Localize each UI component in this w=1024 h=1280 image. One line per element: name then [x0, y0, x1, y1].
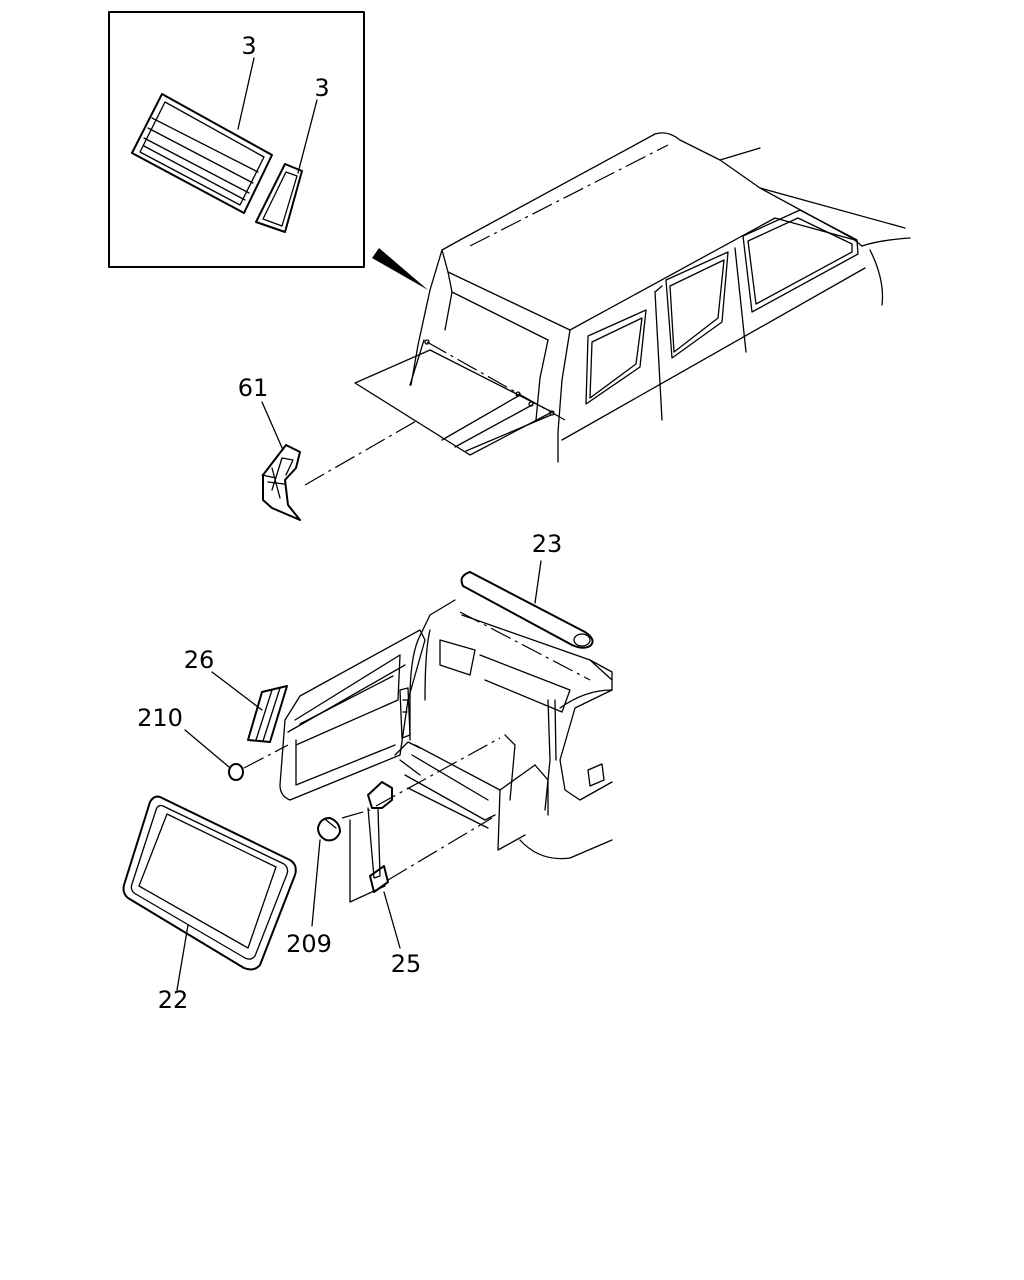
- vehicle-lower: 23: [279, 530, 613, 860]
- part-26-trim: 26: [184, 646, 288, 743]
- callout-3b: 3: [314, 74, 329, 102]
- callout-26: 26: [184, 646, 215, 674]
- part-61-clip: 61: [238, 374, 419, 521]
- callout-22: 22: [158, 986, 189, 1014]
- pointer-arrow: [372, 248, 428, 290]
- callout-61: 61: [238, 374, 269, 402]
- callout-209: 209: [286, 930, 332, 958]
- callout-25: 25: [391, 950, 422, 978]
- part-209-clip: 209: [286, 809, 371, 958]
- part-22-seal: 22: [122, 795, 297, 1014]
- tailgate-door: [279, 629, 426, 801]
- vehicle-upper: [354, 132, 911, 463]
- part-25-bracket: 25: [349, 737, 501, 978]
- glass-panel-large: [131, 93, 273, 214]
- part-23-spoiler: 23: [460, 530, 594, 649]
- inset-box: 3 3: [108, 11, 365, 268]
- callout-210: 210: [137, 704, 183, 732]
- glass-panel-small: [255, 163, 303, 233]
- part-210-grommet: 210: [137, 704, 289, 781]
- callout-3a: 3: [241, 32, 256, 60]
- callout-23: 23: [532, 530, 563, 558]
